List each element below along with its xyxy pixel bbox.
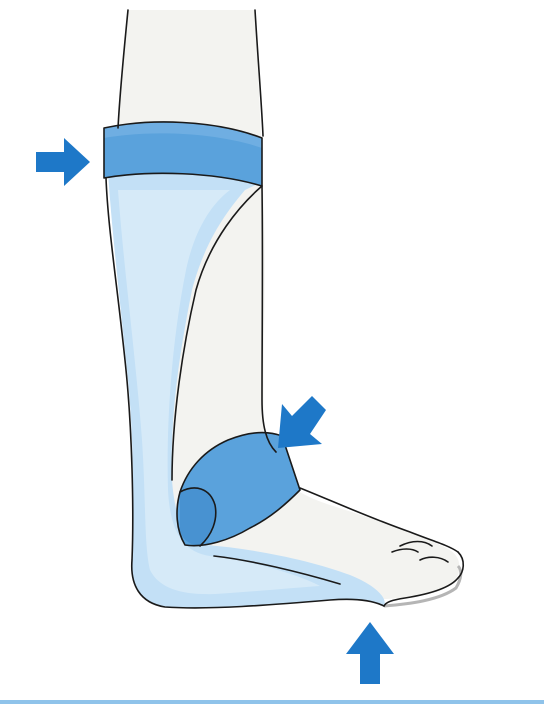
- bottom-rule: [0, 700, 544, 704]
